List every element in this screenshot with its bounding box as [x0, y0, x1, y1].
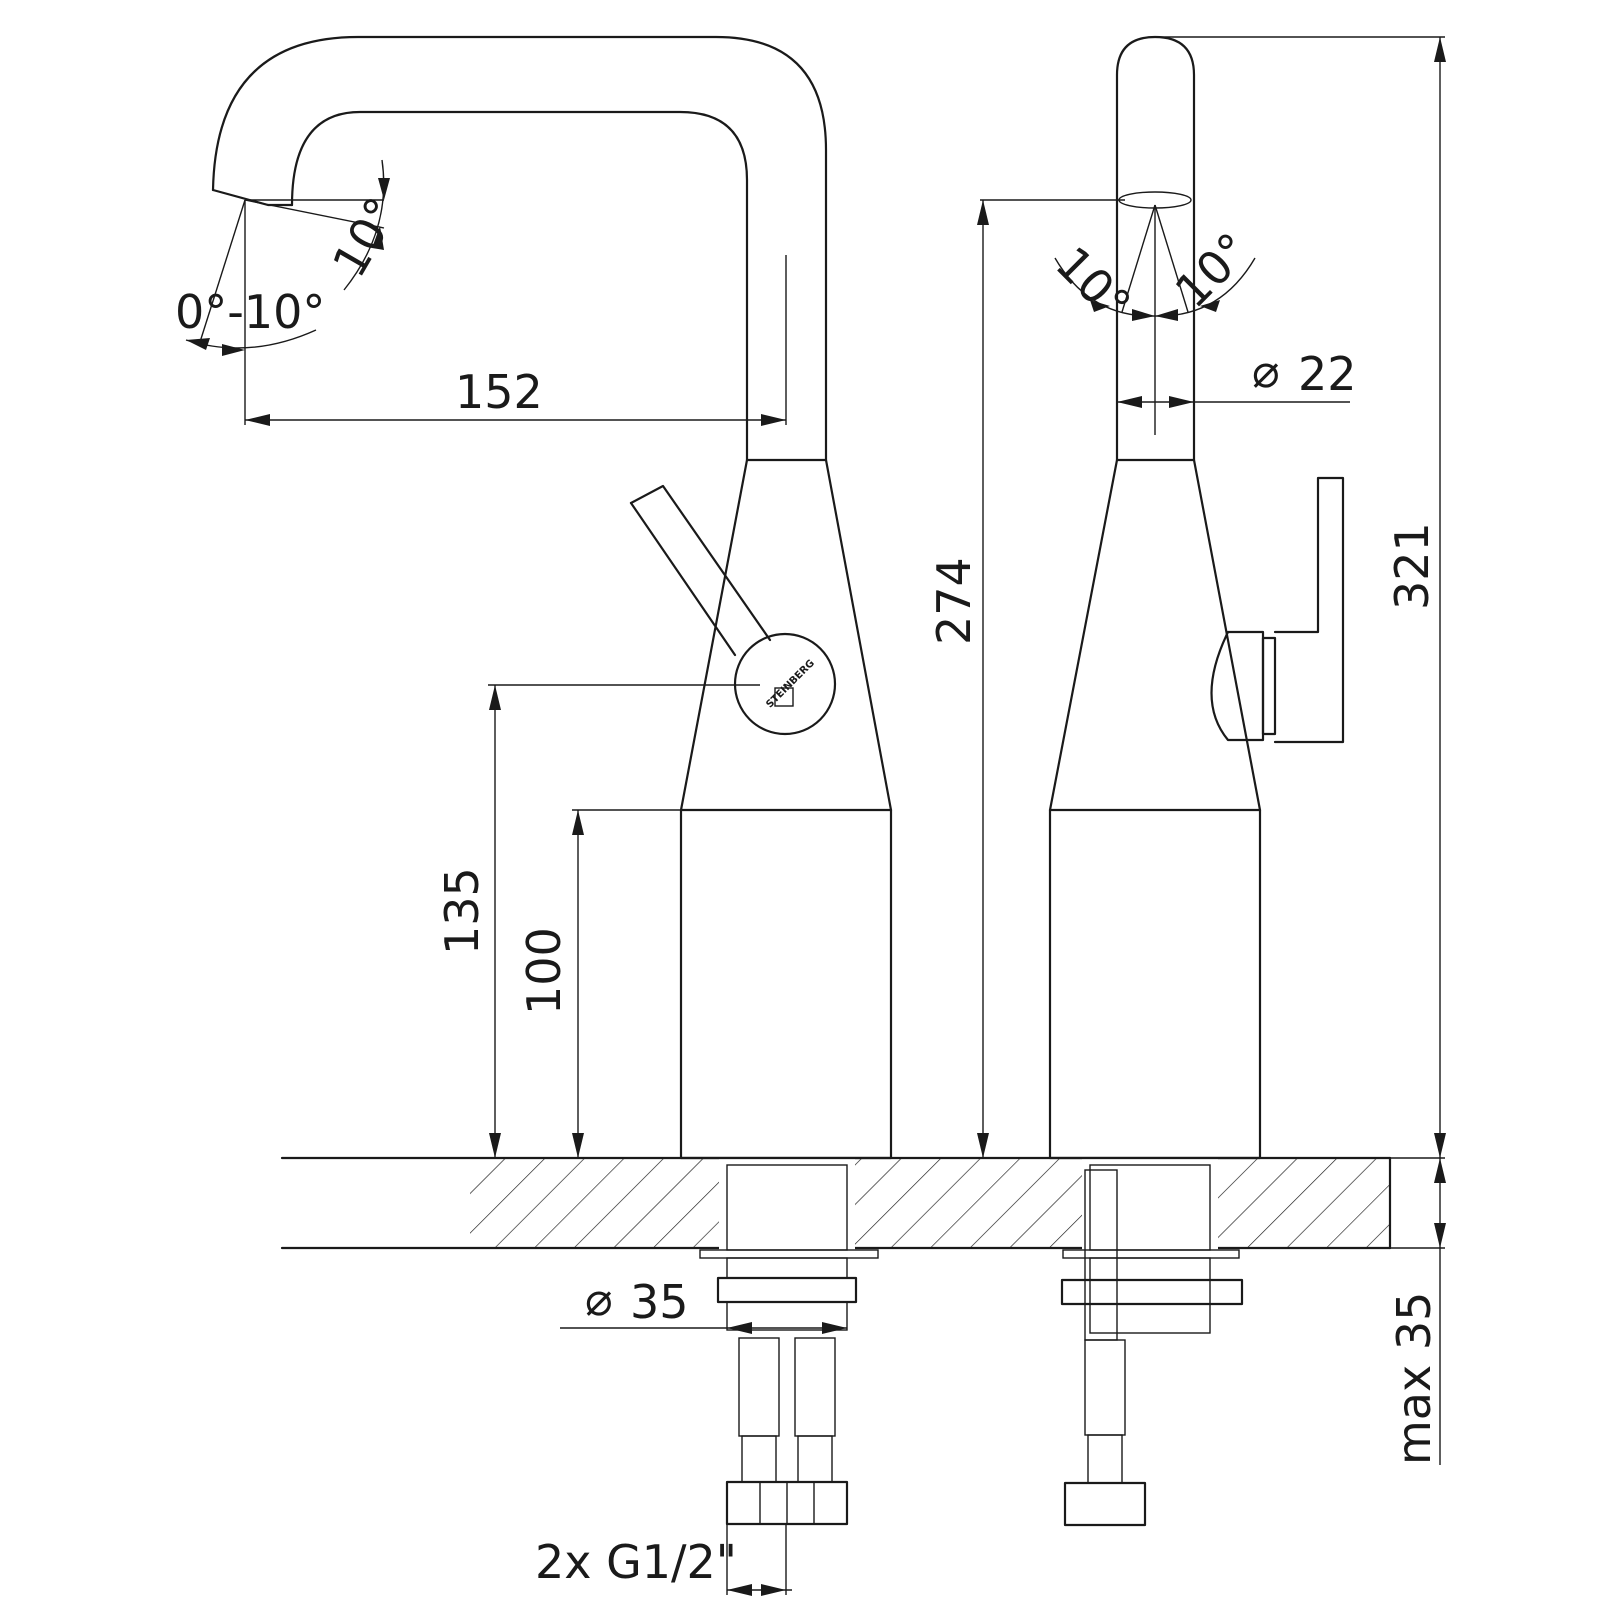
- dim-label-100: 100: [517, 927, 571, 1015]
- brand-logo-mark: [774, 687, 794, 707]
- dim-max35: max 35: [1387, 1158, 1446, 1465]
- shank-front: [699, 1164, 879, 1526]
- dim-321: 321: [1155, 36, 1446, 1159]
- dim-label-22: 22: [1298, 347, 1357, 401]
- countertop-section: [280, 1156, 1392, 1250]
- dim-label-side-angle-left: 10°: [1045, 236, 1141, 332]
- dim-d35: ⌀ 35: [560, 1272, 847, 1334]
- dim-label-max35: max 35: [1387, 1292, 1441, 1465]
- dim-label-spout-angle: 10°: [322, 188, 410, 286]
- dim-g12: 2x G1/2": [535, 1524, 792, 1596]
- faucet-side-view: [1048, 35, 1345, 1160]
- dim-d22: ⌀ 22: [1117, 344, 1357, 408]
- dim-label-connection: 2x G1/2": [535, 1535, 737, 1589]
- dim-100: 100: [517, 809, 681, 1158]
- dim-152: 152: [244, 200, 787, 426]
- dim-135: 135: [435, 684, 760, 1158]
- dim-label-152: 152: [455, 365, 543, 419]
- dim-side-angles: 10° 10°: [1045, 204, 1261, 435]
- dim-label-side-angle-right: 10°: [1165, 222, 1261, 318]
- diameter-symbol-22: ⌀: [1252, 344, 1280, 398]
- dim-274: 274: [927, 199, 1125, 1158]
- dim-label-321: 321: [1385, 522, 1439, 610]
- dim-label-spout-tilt: 0°-10°: [175, 285, 325, 339]
- brand-logo-text: STEINBERG: [764, 658, 817, 711]
- diameter-symbol-35: ⌀: [585, 1272, 613, 1326]
- dim-label-35: 35: [630, 1275, 689, 1329]
- dim-label-135: 135: [435, 867, 489, 955]
- shank-side: [1060, 1164, 1244, 1527]
- dim-label-274: 274: [927, 557, 981, 645]
